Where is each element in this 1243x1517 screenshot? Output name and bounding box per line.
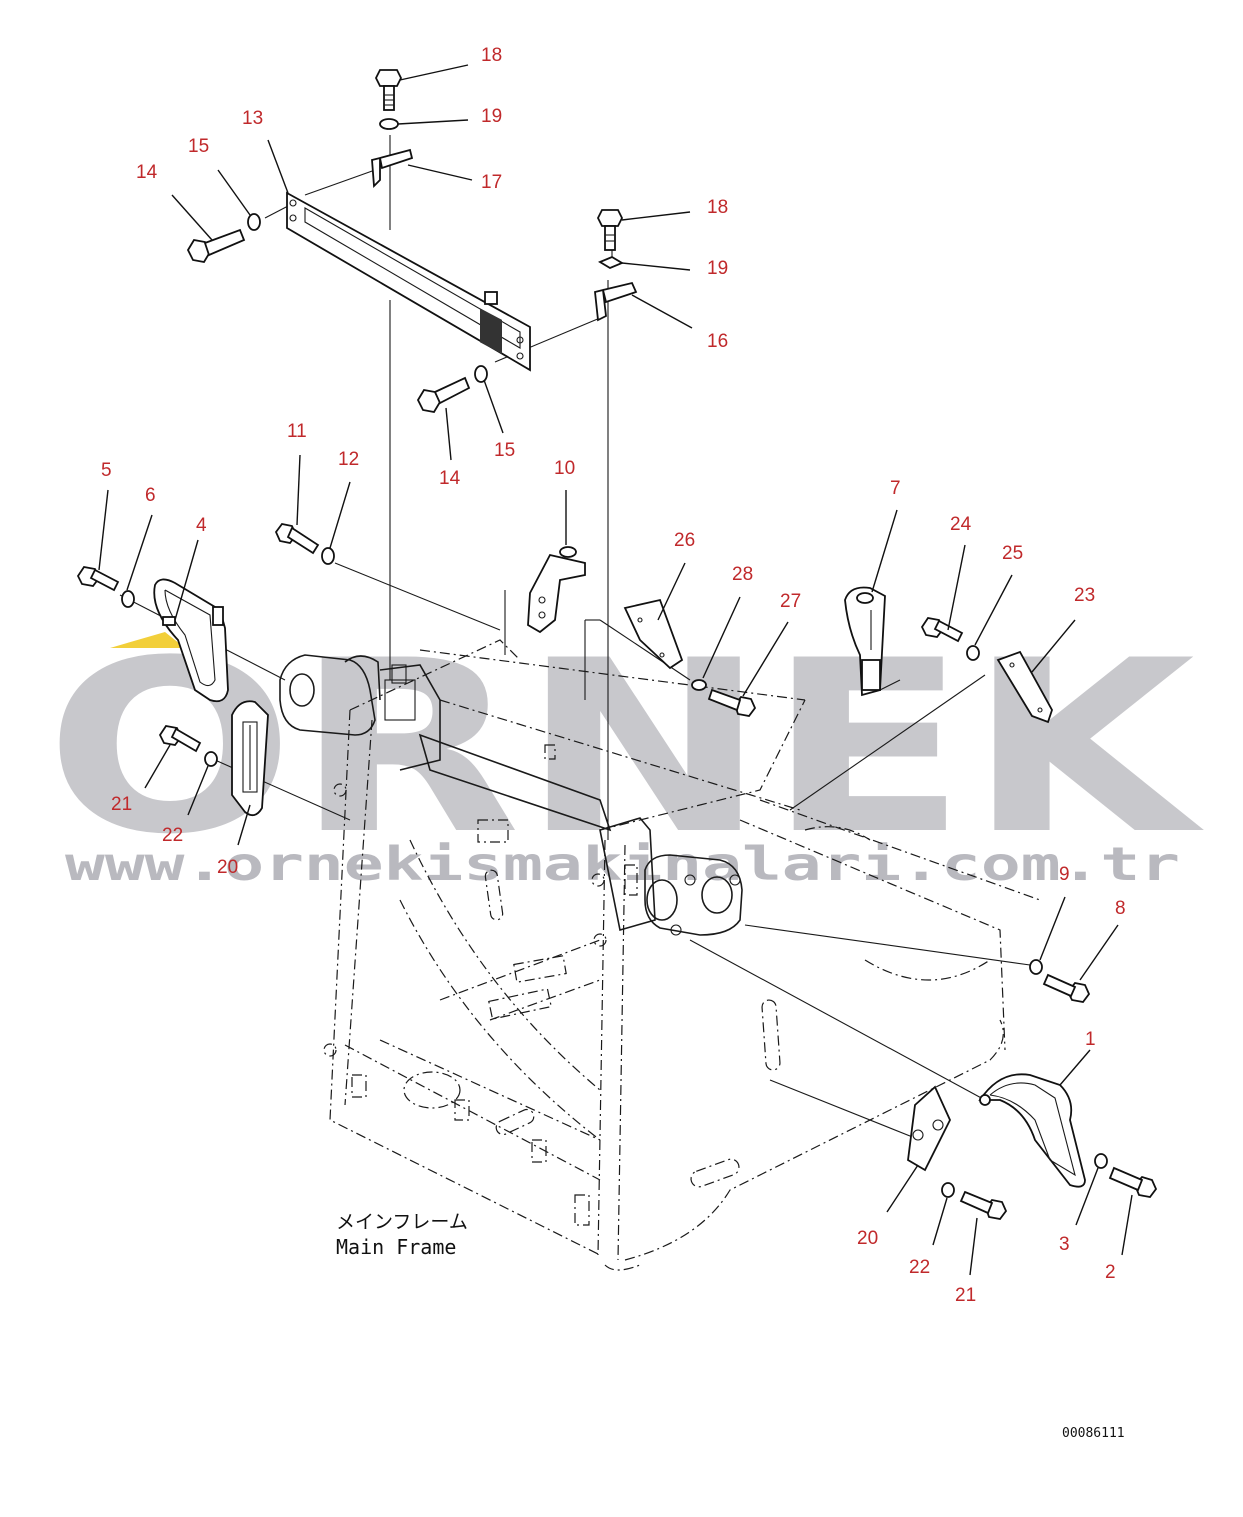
callout-6: 6 — [145, 485, 156, 506]
callout-7: 7 — [890, 478, 901, 499]
bolt-18-right — [596, 209, 624, 251]
washer-25 — [966, 645, 980, 661]
callout-13: 13 — [242, 108, 263, 129]
washer-19-right — [598, 255, 624, 270]
washer-9 — [1029, 959, 1043, 975]
callouts: 18 19 17 13 15 14 18 19 16 14 15 11 12 5… — [101, 45, 1126, 1306]
callout-23: 23 — [1074, 585, 1095, 606]
callout-12: 12 — [338, 449, 359, 470]
callout-24: 24 — [950, 514, 972, 535]
callout-14-left: 14 — [136, 162, 158, 183]
bracket-16 — [594, 281, 638, 322]
callout-22-right: 22 — [909, 1257, 930, 1278]
callout-15-lower: 15 — [494, 440, 515, 461]
bolt-8 — [1042, 973, 1091, 1003]
bolt-27 — [707, 688, 757, 717]
handrail-1 — [978, 1073, 1086, 1188]
callout-19-top: 19 — [481, 106, 502, 127]
frame-label-english: Main Frame — [336, 1235, 456, 1259]
washer-15-lower — [474, 365, 488, 383]
bracket-26 — [623, 598, 684, 670]
bracket-7 — [844, 586, 886, 697]
frame-label-japanese: メインフレーム — [336, 1211, 468, 1233]
callout-21-right: 21 — [955, 1285, 976, 1306]
callout-20-left: 20 — [217, 857, 238, 878]
plate-20-right — [907, 1085, 951, 1172]
callout-17: 17 — [481, 172, 502, 193]
callout-21-left: 21 — [111, 794, 132, 815]
watermark-url: www.ornekismakinalari.com.tr — [65, 837, 1180, 891]
callout-15-left: 15 — [188, 136, 209, 157]
bolt-24 — [920, 617, 964, 643]
bolt-14-left — [186, 228, 246, 263]
bolt-11 — [274, 523, 320, 555]
washer-12 — [321, 547, 335, 565]
bolt-14-lower — [416, 376, 471, 413]
bolt-5 — [76, 566, 120, 592]
washer-28 — [691, 679, 707, 691]
callout-22-left: 22 — [162, 825, 183, 846]
callout-26: 26 — [674, 530, 695, 551]
washer-19-top — [379, 118, 399, 130]
callout-8: 8 — [1115, 898, 1126, 919]
axle-housing-right — [599, 817, 743, 936]
washer-6 — [121, 590, 135, 608]
callout-11: 11 — [287, 421, 307, 442]
callout-16: 16 — [707, 331, 728, 352]
bolt-18-top — [374, 69, 403, 111]
callout-9: 9 — [1059, 864, 1070, 885]
callout-18-top: 18 — [481, 45, 502, 66]
drawing-number: 00086111 — [1062, 1426, 1125, 1441]
main-frame — [323, 639, 1041, 1271]
washer-3 — [1094, 1153, 1108, 1169]
bracket-10 — [527, 546, 586, 634]
callout-10: 10 — [554, 458, 575, 479]
callout-2: 2 — [1105, 1262, 1116, 1283]
washer-22-left — [204, 751, 218, 767]
callout-3: 3 — [1059, 1234, 1070, 1255]
callout-14-lower: 14 — [439, 468, 461, 489]
callout-28: 28 — [732, 564, 753, 585]
handrail-4 — [153, 578, 229, 703]
plate-20-left — [231, 700, 269, 817]
bracket-17 — [371, 148, 414, 189]
callout-18-right: 18 — [707, 197, 728, 218]
washer-15-left — [247, 213, 261, 231]
bolt-21-left — [158, 725, 202, 753]
washer-22-right — [941, 1182, 955, 1198]
callout-1: 1 — [1085, 1029, 1096, 1050]
bolt-2 — [1108, 1166, 1158, 1198]
callout-4: 4 — [196, 515, 207, 536]
leader-lines — [98, 64, 1133, 1276]
bracket-23 — [996, 650, 1053, 724]
callout-25: 25 — [1002, 543, 1023, 564]
watermark-accent-triangle — [110, 632, 185, 648]
axle-housing-left — [279, 654, 612, 832]
callout-27: 27 — [780, 591, 801, 612]
callout-5: 5 — [101, 460, 112, 481]
cover-plate-13 — [286, 191, 531, 372]
callout-20-right: 20 — [857, 1228, 878, 1249]
bolt-21-right — [959, 1190, 1008, 1220]
callout-19-right: 19 — [707, 258, 728, 279]
